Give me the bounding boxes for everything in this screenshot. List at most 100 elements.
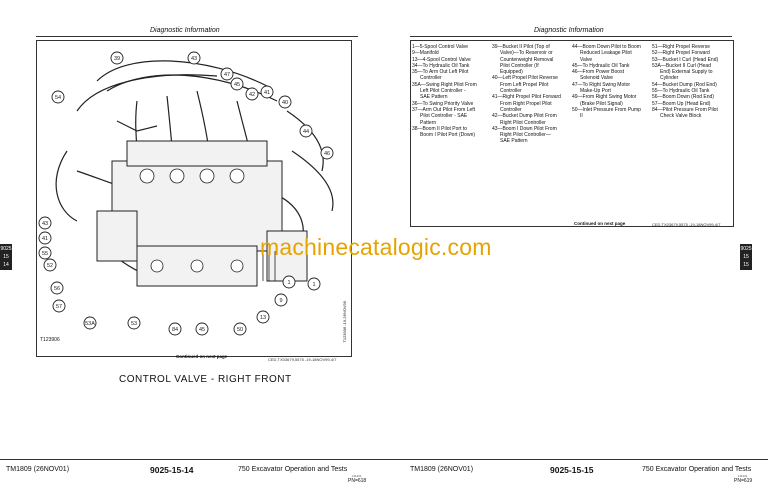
continued-note: Continued on next page: [574, 221, 626, 226]
legend-line: 35—To Arm Out Left Pilot: [412, 69, 469, 76]
legend-line: 38—Boom II Pilot Port to: [412, 125, 468, 132]
legend-line: Valve: [580, 56, 593, 63]
figure-id: T123906: [40, 337, 60, 343]
legend-line: Valve)—To Reservoir or: [500, 50, 553, 57]
svg-text:1: 1: [312, 282, 315, 288]
legend-line: Left Pilot Controller -: [420, 88, 466, 95]
legend-frame: [410, 40, 734, 227]
legend-line: 34—To Hydraulic Oil Tank: [412, 62, 470, 69]
svg-text:43: 43: [42, 221, 48, 227]
legend-line: Check Valve Block: [660, 113, 702, 120]
section-tab: 9025 15 15: [740, 244, 752, 270]
section-tab: 9025 15 14: [0, 244, 12, 270]
legend-line: Controller: [500, 106, 522, 113]
legend-line: 44—Boom Down Pilot to Boom: [572, 44, 641, 50]
legend-line: 52—Right Propel Forward: [652, 50, 710, 57]
svg-text:54: 54: [55, 95, 61, 101]
legend-line: From Left Propel Pilot: [500, 81, 549, 88]
legend-line: 13—4-Spool Control Valve: [412, 56, 471, 63]
footer-tm: TM1809 (26NOV01): [6, 466, 70, 473]
legend-line: 42—Bucket Dump Pilot From: [492, 113, 557, 120]
footer-title: 750 Excavator Operation and Tests: [642, 466, 752, 473]
legend-line: 47—To Right Swing Motor: [572, 81, 631, 88]
tab-line-3: 15: [743, 262, 749, 268]
svg-text:40: 40: [282, 100, 288, 106]
legend-line: 39—Bucket II Pilot (Top of: [492, 44, 550, 50]
legend-line: 45—To Hydraulic Oil Tank: [572, 62, 630, 69]
legend-line: 46—From Power Boost: [572, 69, 624, 76]
tab-line-2: 15: [743, 254, 749, 260]
tab-line-3: 14: [3, 262, 9, 268]
legend-line: From Right Propel Pilot: [500, 100, 552, 107]
footer-date-code: 111401: [352, 474, 362, 478]
footer-pn: PN=618: [348, 478, 367, 484]
svg-text:45: 45: [199, 327, 205, 333]
diagram-caption: CONTROL VALVE - RIGHT FRONT: [119, 374, 292, 385]
svg-text:57: 57: [56, 304, 62, 310]
legend-line: Pattern: [420, 119, 437, 126]
legend-line: 50—Inlet Pressure From Pump: [572, 106, 641, 113]
legend-line: Cylinder: [660, 75, 679, 82]
legend-line: Controller: [420, 75, 442, 82]
legend-line: SAE Pattern: [420, 94, 448, 101]
svg-text:45: 45: [234, 82, 240, 88]
page-header: Diagnostic Information: [534, 27, 604, 34]
legend-line: 41—Right Propel Pilot Forward: [492, 94, 561, 101]
left-page: Diagnostic Information: [0, 27, 384, 484]
footer-title: 750 Excavator Operation and Tests: [238, 466, 348, 473]
legend-line: Reduced Leakage Pilot: [580, 50, 632, 57]
legend-line: Pilot Controller (If: [500, 62, 539, 69]
legend-line: 37—Arm Out Pilot From Left: [412, 106, 476, 113]
legend-line: II: [580, 113, 583, 120]
svg-text:53: 53: [131, 321, 137, 327]
svg-text:13: 13: [260, 315, 266, 321]
svg-text:47: 47: [224, 72, 230, 78]
legend-line: (Brake Pilot Signal): [580, 100, 623, 107]
doc-code: CED,TX03679,5575 -19-18NOV99-4/7: [652, 222, 721, 227]
page-header: Diagnostic Information: [150, 27, 220, 34]
legend-line: Counterweight Removal: [500, 56, 554, 63]
tab-line-1: 9025: [0, 246, 12, 252]
legend-line: 36—To Swing Priority Valve: [412, 100, 474, 107]
legend-line: Right Pilot Controller—: [500, 132, 551, 139]
legend-line: End) External Supply to: [660, 69, 713, 76]
legend-line: 53A—Bucket II Curl (Head: [652, 62, 711, 69]
svg-text:53A: 53A: [85, 321, 95, 327]
footer-tm: TM1809 (26NOV01): [410, 466, 474, 473]
legend-line: 49—From Right Swing Motor: [572, 94, 637, 101]
legend-line: 84—Pilot Pressure From Pilot: [652, 106, 718, 113]
svg-text:55: 55: [42, 251, 48, 257]
svg-text:42: 42: [249, 92, 255, 98]
legend-line: 55—To Hydraulic Oil Tank: [652, 88, 710, 95]
legend-line: Solenoid Valve: [580, 75, 613, 82]
footer-page-number: 9025-15-14: [150, 465, 194, 475]
right-page: Diagnostic Information 1—5-Spool Control…: [384, 0, 768, 497]
continued-note: Continued on next page: [176, 354, 228, 359]
legend-line: 57—Boom Up (Head End): [652, 100, 711, 107]
footer-page-number: 9025-15-15: [550, 465, 594, 475]
svg-text:46: 46: [324, 151, 330, 157]
svg-text:50: 50: [237, 327, 243, 333]
footer-rule: [0, 459, 384, 460]
footer-pn: PN=619: [734, 478, 753, 484]
legend-line: Controller: [500, 88, 522, 95]
svg-text:84: 84: [172, 327, 178, 333]
legend-line: 9—Manifold: [412, 50, 439, 57]
legend-line: 43—Boom I Down Pilot From: [492, 125, 557, 132]
header-rule: [410, 36, 732, 37]
side-figure-id: T123906 -19-26NOV99: [342, 301, 347, 343]
tab-line-2: 15: [3, 254, 9, 260]
legend-line: 1—5-Spool Control Valve: [412, 44, 469, 50]
header-rule: [36, 36, 358, 37]
svg-text:41: 41: [42, 236, 48, 242]
legend-line: SAE Pattern: [500, 138, 528, 145]
legend-line: Equipped): [500, 69, 523, 76]
legend-line: Right Pilot Controller: [500, 119, 546, 126]
legend-line: 54—Bucket Dump (Rod End): [652, 81, 717, 88]
